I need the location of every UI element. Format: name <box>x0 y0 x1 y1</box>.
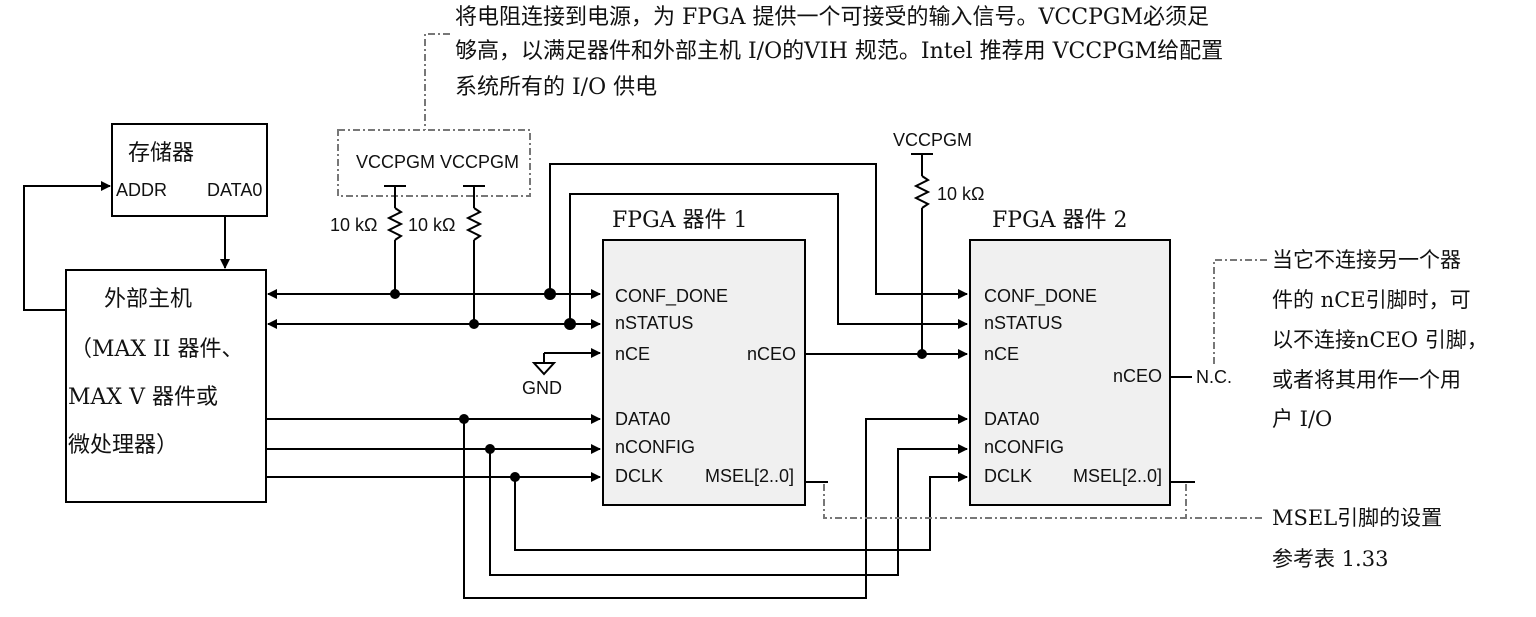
fpga2-pin-data0: DATA0 <box>984 409 1039 429</box>
msel-note-line-1: MSEL引脚的设置 <box>1272 506 1442 530</box>
memory-box <box>111 123 268 217</box>
vcc-label-2: VCCPGM <box>440 152 519 172</box>
host-line-3: MAX V 器件或 <box>68 385 218 410</box>
nstatus-to-fpga2 <box>569 193 968 329</box>
memory-block: 存储器 ADDR DATA0 <box>111 123 268 217</box>
fpga2-pin-nce: nCE <box>984 344 1019 364</box>
fpga2-pin-nceo: nCEO <box>1113 366 1162 386</box>
right-note-line-1: 当它不连接另一个器 <box>1272 248 1461 272</box>
fpga1-box <box>602 239 806 506</box>
resistor-3 <box>911 153 933 354</box>
junction-conf-done-r1 <box>390 289 400 299</box>
fpga1-pin-nceo: nCEO <box>747 344 796 364</box>
right-note: 当它不连接另一个器 件的 nCE引脚时，可 以不连接nCEO 引脚， 或者将其用… <box>1272 248 1488 431</box>
resistor-2-label: 10 kΩ <box>408 215 455 235</box>
fpga2-pin-msel: MSEL[2..0] <box>1073 466 1162 486</box>
top-note-leader <box>424 33 450 130</box>
nconfig-to-fpga2 <box>489 444 968 576</box>
fpga1-pin-conf-done: CONF_DONE <box>615 286 728 307</box>
fpga1-pin-msel: MSEL[2..0] <box>705 466 794 486</box>
host-line-4: 微处理器） <box>68 433 178 458</box>
host-addr-wire <box>23 181 111 311</box>
junction-nce-r3 <box>917 349 927 359</box>
fpga2-pin-nconfig: nCONFIG <box>984 437 1064 457</box>
host-block: 外部主机 （MAX II 器件、 MAX V 器件或 微处理器） <box>65 269 267 503</box>
nc-label: N.C. <box>1196 367 1232 387</box>
fpga2-pin-conf-done: CONF_DONE <box>984 286 1097 307</box>
fpga1-pin-nconfig: nCONFIG <box>615 437 695 457</box>
right-note-line-2: 件的 nCE引脚时，可 <box>1272 288 1471 312</box>
host-box <box>65 269 267 503</box>
memory-addr-label: ADDR <box>116 180 167 200</box>
dclk-to-fpga2 <box>514 472 968 551</box>
right-note-line-3: 以不连接nCEO 引脚， <box>1272 328 1488 352</box>
fpga2-pin-dclk: DCLK <box>984 466 1032 486</box>
vcc-label-1: VCCPGM <box>356 152 435 172</box>
right-note-line-4: 或者将其用作一个用 <box>1272 368 1461 392</box>
nc-note-leader <box>1213 259 1268 364</box>
top-note-line-3: 系统所有的 I/O 供电 <box>455 75 657 100</box>
msel-leader-1 <box>823 484 1262 519</box>
memory-data0-label: DATA0 <box>207 180 262 200</box>
right-note-line-5: 户 I/O <box>1272 407 1332 431</box>
msel-note-line-2: 参考表 1.33 <box>1272 547 1388 571</box>
vcc-label-3: VCCPGM <box>893 130 972 150</box>
msel-note: MSEL引脚的设置 参考表 1.33 <box>1272 506 1442 571</box>
resistor-1-label: 10 kΩ <box>330 215 377 235</box>
gnd-symbol <box>531 353 557 376</box>
fpga2-pin-nstatus: nSTATUS <box>984 313 1062 333</box>
host-line-1: 外部主机 <box>104 287 192 312</box>
junction-nstatus-r2 <box>469 319 479 329</box>
fpga1-pin-dclk: DCLK <box>615 466 663 486</box>
data0-to-fpga2 <box>463 414 968 599</box>
top-note: 将电阻连接到电源，为 FPGA 提供一个可接受的输入信号。VCCPGM必须足 够… <box>455 5 1223 100</box>
fpga2-box <box>969 239 1171 506</box>
resistor-2 <box>463 185 485 324</box>
gnd-label: GND <box>522 378 562 398</box>
fpga2-title: FPGA 器件 2 <box>992 208 1128 233</box>
memory-title: 存储器 <box>128 141 194 166</box>
resistor-3-label: 10 kΩ <box>937 184 984 204</box>
resistor-1 <box>384 185 406 294</box>
conf-done-to-fpga2 <box>549 163 968 299</box>
fpga1-pin-nstatus: nSTATUS <box>615 313 693 333</box>
fpga1-title: FPGA 器件 1 <box>612 208 748 233</box>
pullup-dashed-box <box>337 129 531 197</box>
fpga1-pin-nce: nCE <box>615 344 650 364</box>
top-note-line-2: 够高，以满足器件和外部主机 I/O的VIH 规范。Intel 推荐用 VCCPG… <box>455 39 1223 64</box>
fpga1-pin-data0: DATA0 <box>615 409 670 429</box>
host-line-2: （MAX II 器件、 <box>70 337 243 362</box>
top-note-line-1: 将电阻连接到电源，为 FPGA 提供一个可接受的输入信号。VCCPGM必须足 <box>455 5 1209 30</box>
